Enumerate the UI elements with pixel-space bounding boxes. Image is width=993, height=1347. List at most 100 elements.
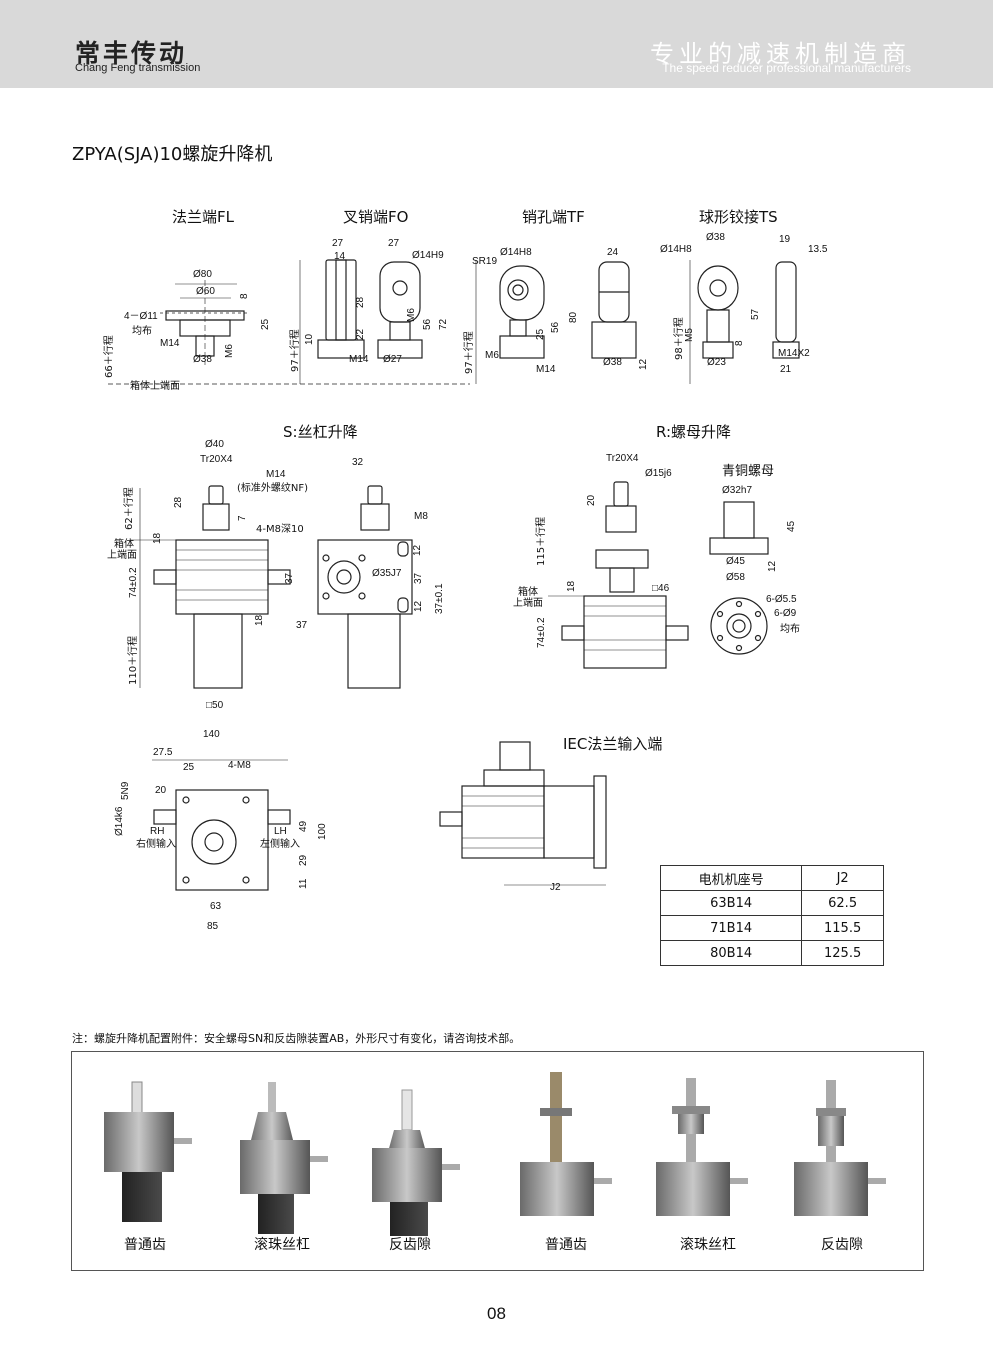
dimension-label: Ø27 (383, 354, 402, 365)
table-cell: 80B14 (659, 940, 803, 966)
fork-end-drawing (299, 259, 423, 384)
dimension-label: Ø38 (603, 357, 622, 368)
dimension-label: 4－Ø11 (124, 311, 158, 322)
table-row: 71B14 115.5 (659, 915, 884, 941)
dimension-label: 97＋行程 (462, 331, 475, 374)
dimension-label: 均布 (132, 325, 152, 337)
dimension-label: 20 (586, 494, 597, 506)
dimension-label: 140 (203, 729, 220, 740)
dimension-label: 98＋行程 (672, 317, 685, 360)
dimension-label: 10 (304, 333, 315, 345)
product-photo-panel (71, 1051, 924, 1271)
dimension-label: 12 (413, 600, 424, 612)
dimension-label: 18 (566, 580, 577, 592)
dimension-label: M14 (160, 338, 180, 349)
dimension-label: 74±0.2 (128, 567, 139, 598)
dimension-label: Ø38 (193, 354, 212, 365)
dimension-label: 18 (254, 614, 265, 626)
dimension-label: 上端面 (107, 548, 137, 561)
page-number: 08 (487, 1304, 506, 1323)
dimension-label: 12 (638, 358, 649, 370)
dimension-label: 8 (734, 340, 745, 346)
dimension-label: 66＋行程 (102, 335, 115, 378)
dimension-label: □46 (652, 583, 670, 594)
table-cell: 63B14 (659, 890, 803, 916)
dimension-label: 28 (355, 296, 366, 308)
dimension-label: 11 (298, 878, 309, 889)
dimension-label: J2 (550, 882, 561, 893)
technical-drawings: Ø80Ø604－Ø11均布825M14M6Ø3866＋行程箱体上端面271427… (102, 232, 828, 932)
dimension-label: 56 (550, 321, 561, 333)
dimension-label: □50 (206, 700, 224, 711)
label-iec-flange: IEC法兰输入端 (563, 735, 663, 753)
dimension-label: 25 (183, 762, 195, 773)
dimension-label: 27 (332, 238, 344, 249)
dimension-label: 18 (152, 532, 163, 544)
dimension-label: 37 (413, 572, 424, 584)
dimension-label: 4-M8深10 (256, 523, 304, 535)
dimension-label: Ø15j6 (645, 468, 672, 479)
dimension-label: 29 (298, 854, 309, 866)
dimension-label: 49 (298, 820, 309, 832)
spherical-joint-end-drawing (689, 260, 800, 384)
table-row: 63B14 62.5 (659, 890, 884, 916)
dimension-label: Ø35J7 (372, 568, 402, 579)
dimension-label: 45 (786, 520, 797, 532)
dimension-label: M14 (536, 364, 556, 375)
dimension-label: M14 (266, 469, 286, 480)
footnote: 注：螺旋升降机配置附件：安全螺母SN和反齿隙装置AB，外形尺寸有变化，请咨询技术… (72, 1032, 521, 1045)
table-cell: 62.5 (801, 890, 884, 916)
dimension-label: SR19 (472, 256, 497, 267)
table-header-cell: 电机机座号 (659, 865, 803, 891)
dimension-label: 37 (296, 620, 308, 631)
dimension-label: 12 (767, 560, 778, 572)
dimension-label: Ø45 (726, 556, 745, 567)
dimension-label: 25 (260, 318, 271, 330)
photo-ball-screw-jack (240, 1082, 328, 1234)
pin-hole-end-drawing (475, 260, 637, 384)
dimension-label: 28 (173, 496, 184, 508)
dimension-label: 72 (438, 318, 449, 330)
dimension-label: 37±0.1 (434, 583, 445, 614)
label-bronze-nut: 青铜螺母 (722, 464, 775, 479)
photo-standard-screw-jack (104, 1081, 192, 1222)
page-header: 常丰传动 Chang Feng transmission 专业的减速机制造商 T… (0, 0, 993, 88)
dimension-label: Ø58 (726, 572, 745, 583)
dimension-label: 74±0.2 (536, 617, 547, 648)
table-header-row: 电机机座号 J2 (659, 865, 884, 891)
dimension-label: Ø32h7 (722, 485, 752, 496)
dimension-label: 100 (317, 823, 328, 840)
dimension-label: 上端面 (513, 596, 543, 609)
table-cell: 115.5 (801, 915, 884, 941)
photo-label: 反齿隙 (389, 1237, 431, 1253)
screw-lift-side-drawing (130, 485, 291, 689)
label-fork-end: 叉销端FO (343, 208, 409, 226)
dimension-label: 115＋行程 (534, 517, 547, 566)
dimension-label: 箱体 (114, 537, 134, 550)
dimension-label: 62＋行程 (122, 487, 135, 530)
dimension-label: 13.5 (808, 244, 828, 255)
dimension-label: M6 (485, 350, 499, 361)
plan-view-drawing (152, 759, 291, 891)
dimension-label: 5N9 (120, 781, 131, 800)
bronze-nut-drawing (709, 501, 769, 655)
dimension-label: 箱体 (518, 585, 538, 598)
dimension-label: 均布 (780, 623, 800, 635)
dimension-label: LH (274, 826, 287, 837)
photo-standard-nut-jack (520, 1072, 612, 1216)
dimension-label: M5 (684, 328, 695, 342)
dimension-label: 63 (210, 901, 222, 912)
dimension-label: Ø14k6 (114, 806, 125, 836)
dimension-label: Ø60 (196, 286, 215, 297)
table-header-cell: J2 (801, 865, 884, 891)
dimension-label: RH (150, 826, 164, 837)
nut-lift-drawing (548, 481, 689, 669)
dimension-label: 57 (750, 308, 761, 320)
dimension-label: (标准外螺纹NF) (237, 481, 308, 494)
dimension-label: 22 (355, 328, 366, 340)
dimension-label: 12 (412, 544, 423, 556)
table-row: 80B14 125.5 (659, 940, 884, 966)
dimension-label: 97＋行程 (288, 329, 301, 372)
dimension-label: 右侧输入 (136, 837, 176, 850)
dimension-label: M8 (414, 511, 428, 522)
